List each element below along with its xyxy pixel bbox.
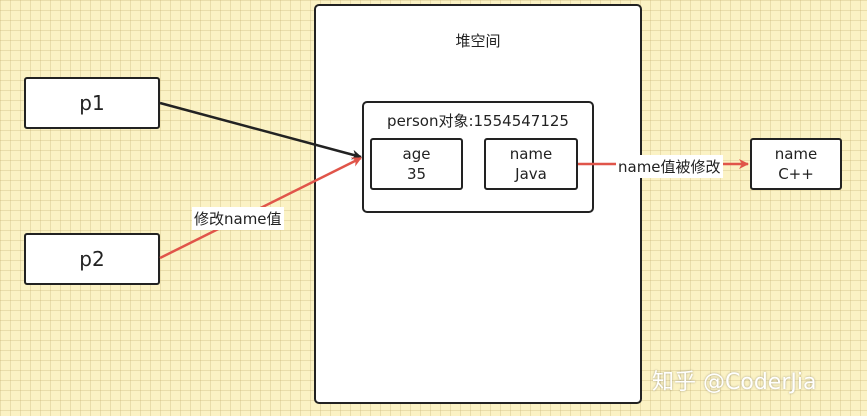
name-field-value: Java <box>515 165 547 183</box>
name-field-key: name <box>509 145 553 163</box>
modify-name-label: 修改name值 <box>192 207 284 230</box>
reference-p1: p1 <box>24 77 160 129</box>
reference-p2-label: p2 <box>79 247 105 271</box>
name-field-box: name Java <box>484 138 578 190</box>
new-name-value: C++ <box>778 165 814 183</box>
name-modified-label: name值被修改 <box>616 155 723 178</box>
person-object-title: person对象:1554547125 <box>387 112 569 130</box>
age-field-box: age 35 <box>370 138 463 190</box>
p1-to-object-arrow <box>159 101 362 160</box>
new-name-key: name <box>774 145 818 163</box>
age-field-value: 35 <box>406 165 427 183</box>
reference-p2: p2 <box>24 233 160 285</box>
new-name-value-box: name C++ <box>750 138 842 190</box>
watermark: 知乎 @CoderJia <box>652 370 817 395</box>
age-field-key: age <box>402 145 431 163</box>
heap-space-title: 堆空间 <box>455 32 501 50</box>
reference-p1-label: p1 <box>79 91 105 115</box>
